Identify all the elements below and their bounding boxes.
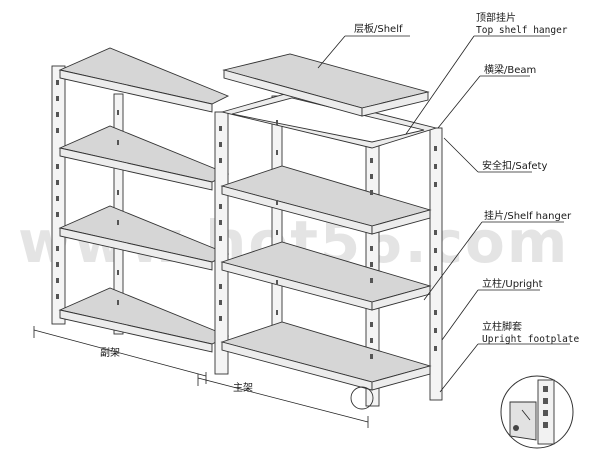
left-upright (51, 65, 66, 325)
callout-lines (317, 35, 570, 393)
add-on-unit-label: 副架 (100, 347, 120, 359)
shelf-label: 层板/Shelf (354, 22, 403, 35)
footplate-label-cn: 立柱脚套 (482, 320, 522, 333)
safety-label: 安全扣/Safety (482, 159, 547, 172)
shelf-hanger-label: 挂片/Shelf hanger (484, 209, 572, 222)
front-left-upright (214, 111, 229, 375)
top-hanger-label-en: Top shelf hanger (476, 25, 568, 36)
footplate-label-en: Upright footplate (482, 334, 580, 345)
upright-label: 立柱/Upright (482, 277, 543, 290)
main-unit (214, 53, 443, 410)
footplate-marker-icon (350, 386, 374, 410)
main-unit-label: 主架 (233, 382, 253, 394)
footplate-detail-icon (500, 375, 574, 449)
beam-label: 横梁/Beam (484, 63, 536, 76)
add-on-unit (51, 47, 230, 353)
top-hanger-label-cn: 顶部挂片 (476, 11, 516, 24)
dimension-lines (33, 326, 369, 428)
rear-upright (271, 95, 283, 333)
